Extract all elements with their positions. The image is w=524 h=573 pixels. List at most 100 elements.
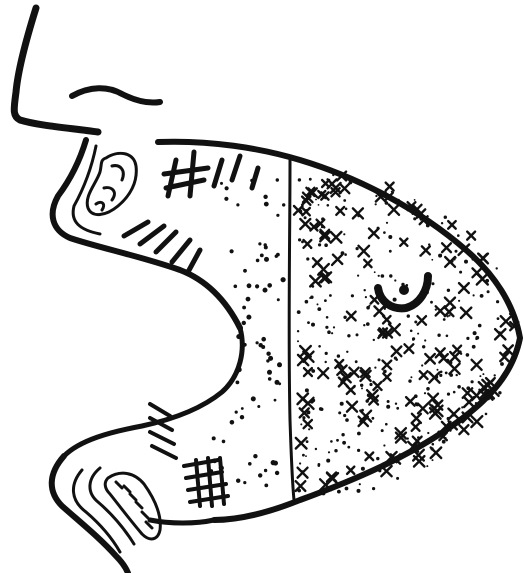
texture-fine-dot [435,375,439,379]
texture-fine-dot [466,353,470,357]
texture-dot [246,297,251,302]
texture-dot [236,203,239,206]
texture-fine-dot [366,399,369,402]
texture-fine-dot [427,432,429,434]
texture-cross [467,232,475,240]
texture-dot [266,352,270,356]
texture-fine-dot [341,433,344,436]
texture-fine-dot [341,251,345,255]
texture-dot [275,471,279,475]
texture-cross [449,364,459,374]
texture-cross [381,466,391,476]
texture-fine-dot [325,361,327,363]
texture-dot [210,469,214,473]
texture-cross [347,402,357,412]
texture-fine-dot [351,294,354,297]
texture-fine-dot [455,250,458,253]
texture-fine-dot [445,372,448,375]
texture-fine-dot [331,264,333,266]
texture-fine-dot [357,489,361,493]
texture-cross [364,260,371,267]
texture-fine-dot [498,391,501,394]
texture-fine-dot [372,417,375,420]
texture-fine-dot [410,376,412,378]
texture-fine-dot [424,392,426,394]
texture-dot [242,321,246,325]
texture-fine-dot [412,339,414,341]
texture-fine-dot [321,491,325,495]
texture-fine-dot [375,195,377,197]
texture-fine-dot [364,289,366,291]
texture-fine-dot [426,387,430,391]
texture-dot [264,469,267,472]
texture-dot [251,396,256,401]
texture-fine-dot [388,235,392,239]
texture-fine-dot [391,191,393,193]
texture-fine-dot [389,250,392,253]
texture-fine-dot [372,452,374,454]
texture-fine-dot [337,354,340,357]
texture-fine-dot [459,350,462,353]
texture-dot [263,195,267,199]
texture-fine-dot [444,216,447,219]
texture-dot [246,315,251,320]
texture-cross [420,371,428,379]
texture-fine-dot [432,443,435,446]
texture-cross [347,312,356,321]
texture-dot [263,288,268,293]
texture-fine-dot [497,317,500,320]
texture-fine-dot [345,208,348,211]
texture-fine-dot [452,413,456,417]
texture-cross [296,438,307,449]
texture-fine-dot [305,455,307,457]
texture-fine-dot [410,330,413,333]
texture-fine-dot [478,324,482,328]
texture-fine-dot [381,274,385,278]
texture-dot [230,420,235,425]
texture-fine-dot [394,279,396,281]
texture-fine-dot [472,258,475,261]
texture-fine-dot [431,259,433,261]
texture-fine-dot [343,414,346,417]
texture-fine-dot [306,440,309,443]
texture-dot [277,362,282,367]
texture-cross [406,397,415,406]
texture-fine-dot [441,222,443,224]
texture-dot [260,254,264,258]
texture-fine-dot [301,241,304,244]
texture-fine-dot [356,333,359,336]
texture-cross [418,316,427,325]
texture-cross [448,221,456,229]
texture-fine-dot [318,204,320,206]
texture-fine-dot [343,316,346,319]
texture-fine-dot [439,374,442,377]
texture-fine-dot [311,369,315,373]
texture-fine-dot [321,217,324,220]
texture-fine-dot [377,227,380,230]
texture-fine-dot [297,340,299,342]
texture-fine-dot [485,413,488,416]
texture-cross [304,368,312,376]
texture-fine-dot [372,487,375,490]
texture-dot [208,485,213,490]
texture-dot [264,202,269,207]
texture-cross [412,423,420,431]
texture-cross [374,382,382,390]
texture-dot [264,484,268,488]
texture-dot [267,370,272,375]
oral-cavity-outline [64,142,520,520]
texture-fine-dot [395,358,398,361]
texture-fine-dot [461,418,465,422]
texture-fine-dot [328,451,330,453]
texture-dot [237,367,242,372]
texture-fine-dot [306,410,310,414]
texture-fine-dot [453,391,456,394]
texture-fine-dot [360,384,363,387]
texture-dot [247,283,252,288]
texture-fine-dot [386,405,390,409]
texture-cross [472,360,482,370]
texture-fine-dot [426,465,428,467]
texture-fine-dot [319,407,323,411]
texture-fine-dot [302,454,305,457]
